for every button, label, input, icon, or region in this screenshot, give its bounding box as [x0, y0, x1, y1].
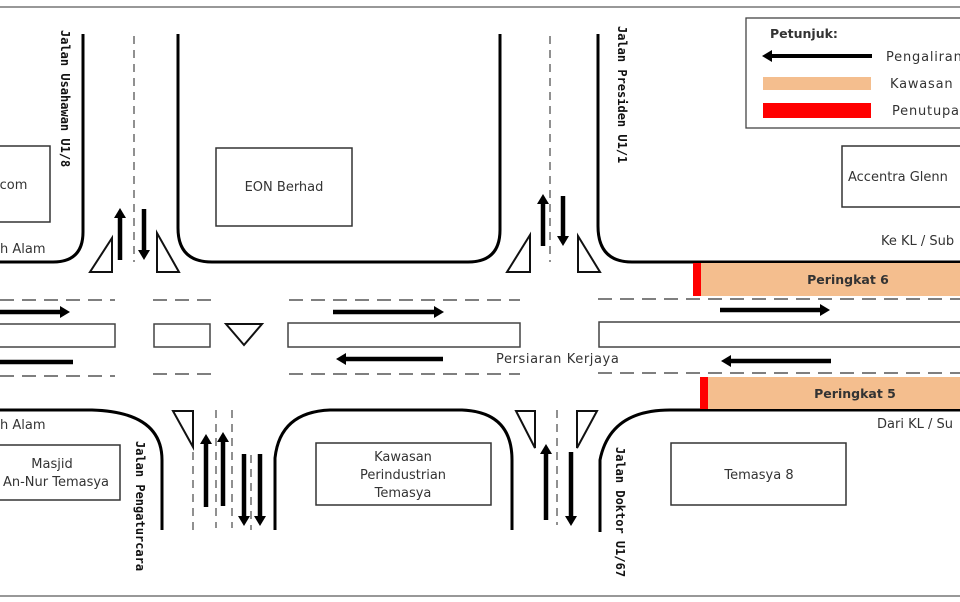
- kerb-n-centre: [176, 34, 502, 264]
- flow-arrow-north: [540, 444, 552, 520]
- road-label-jalan-usahawan: Jalan Usahawan U1/8: [58, 30, 72, 167]
- legend-closure-swatch: [763, 103, 871, 118]
- flow-arrow-east: [0, 306, 70, 318]
- road-label-jalan-pengaturcara: Jalan Pengaturcara: [133, 441, 147, 571]
- flow-arrow-south: [238, 454, 250, 526]
- flow-arrow-east: [333, 306, 444, 318]
- road-label-alam-top: h Alam: [0, 242, 46, 257]
- slip-triangle: [171, 410, 194, 451]
- yield-triangle: [223, 323, 265, 347]
- building-temasya-8: [670, 442, 847, 506]
- building-temasya-8-label: Temasya 8: [723, 468, 793, 483]
- zone-peringkat-5-label: Peringkat 5: [814, 386, 896, 401]
- building-masjid-label-1: Masjid: [31, 457, 72, 472]
- median-island: [153, 323, 211, 348]
- road-label-jalan-presiden: Jalan Presiden U1/1: [615, 26, 629, 163]
- kerb-se: [598, 408, 960, 532]
- building-eon-berhad-label: EON Berhad: [245, 180, 324, 195]
- building-masjid-label-2: An-Nur Temasya: [3, 475, 109, 490]
- road-label-dari-kl: Dari KL / Su: [877, 417, 953, 432]
- zone-peringkat-6: [693, 263, 960, 296]
- flow-arrow-south: [254, 454, 266, 526]
- zone-peringkat-5: [700, 377, 960, 409]
- median-island: [0, 323, 116, 348]
- road-label-ke-kl: Ke KL / Sub: [881, 234, 954, 249]
- flow-arrow-west: [721, 355, 831, 367]
- flow-arrow-south: [138, 209, 150, 260]
- closure-peringkat-6: [693, 263, 701, 296]
- legend-label-closure: Penutupa: [892, 104, 960, 119]
- slip-triangle: [576, 410, 599, 449]
- legend-label-flow: Pengaliran: [886, 50, 960, 65]
- kerb-s-centre: [273, 408, 514, 530]
- flow-arrow-north: [200, 434, 212, 507]
- flow-arrow-south: [557, 196, 569, 246]
- legend-title: Petunjuk:: [770, 26, 838, 41]
- legend: Petunjuk: Pengaliran Kawasan Penutupa: [745, 17, 960, 129]
- building-accentra: [841, 145, 960, 208]
- flow-arrow-south: [565, 452, 577, 526]
- flow-arrow-north: [537, 194, 549, 246]
- building-icom: [0, 145, 51, 223]
- building-kawasan-label-1: Kawasan: [374, 450, 432, 465]
- building-icom-label: icom: [0, 178, 27, 193]
- building-kawasan-label-3: Temasya: [374, 486, 432, 501]
- kerb-nw: [0, 34, 85, 264]
- building-kawasan-label-2: Perindustrian: [360, 468, 446, 483]
- legend-zone-swatch: [763, 77, 871, 90]
- legend-arrow-icon: [762, 50, 872, 62]
- slip-triangle: [505, 231, 531, 273]
- road-label-jalan-doktor: Jalan Doktor U1/67: [613, 447, 627, 577]
- median-island: [287, 322, 521, 348]
- legend-label-zone: Kawasan: [890, 77, 953, 92]
- closure-peringkat-5: [700, 377, 708, 409]
- zone-peringkat-6-label: Peringkat 6: [807, 272, 889, 287]
- building-masjid: [0, 444, 121, 501]
- flow-arrow-east: [720, 304, 830, 316]
- median-island: [598, 321, 960, 348]
- road-label-alam-bottom: h Alam: [0, 418, 46, 433]
- kerb-ne: [596, 34, 960, 264]
- flow-arrow-north: [217, 432, 229, 506]
- road-label-persiaran-kerjaya: Persiaran Kerjaya: [496, 352, 619, 367]
- slip-triangle: [88, 234, 113, 273]
- flow-arrow-west: [336, 353, 443, 365]
- flow-arrow-north: [114, 208, 126, 260]
- building-kawasan-perindustrian: [315, 442, 492, 506]
- slip-triangle: [156, 229, 181, 273]
- slip-triangle: [577, 232, 602, 273]
- building-eon-berhad: [215, 147, 353, 227]
- building-accentra-label: Accentra Glenn: [848, 170, 948, 185]
- kerb-sw: [0, 408, 164, 530]
- slip-triangle: [514, 410, 536, 449]
